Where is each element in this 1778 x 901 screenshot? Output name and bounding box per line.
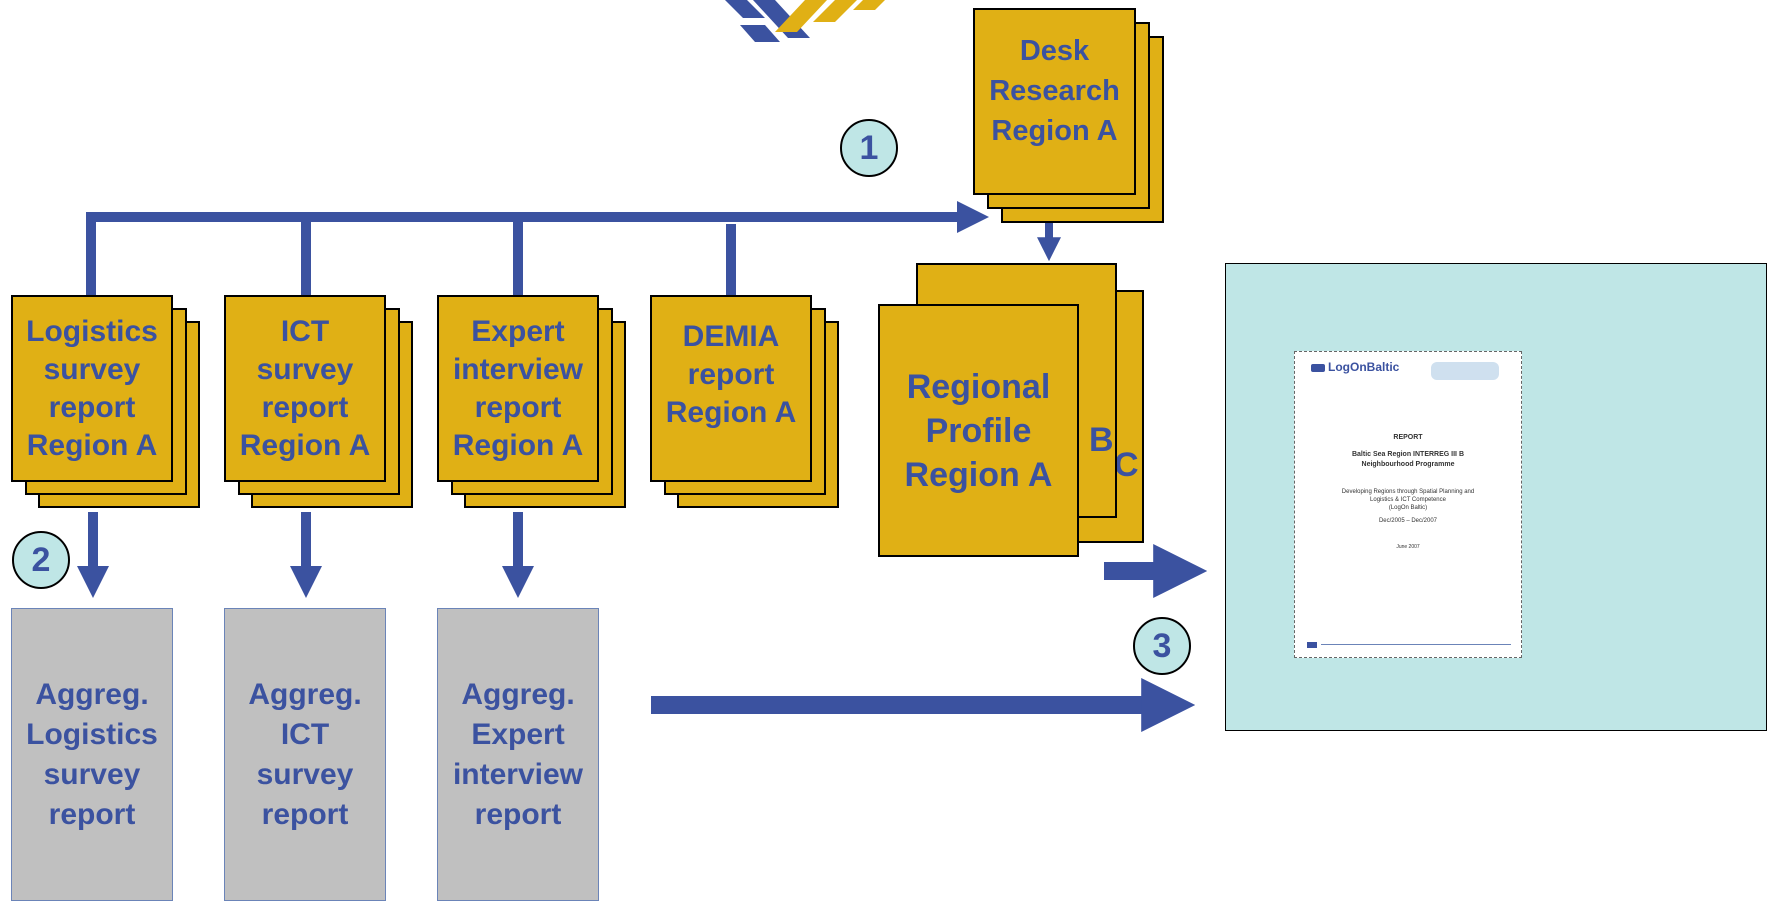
step-2-badge: 2 — [12, 531, 70, 589]
final-report-thumbnail: LogOnBaltic REPORT Baltic Sea Region INT… — [1294, 351, 1522, 658]
report-project: Developing Regions through Spatial Plann… — [1341, 489, 1475, 511]
aggregated-logistics-survey-report: Aggreg. Logistics survey report — [11, 608, 173, 901]
step-3-badge: 3 — [1133, 617, 1191, 675]
region-c-letter: C — [1114, 446, 1139, 484]
logo-icon — [725, 0, 885, 42]
desk-research-label: Desk Research Region A — [973, 8, 1136, 195]
logo-blue-stripe — [725, 0, 765, 18]
logistics-survey-report-label: Logistics survey report Region A — [11, 295, 173, 482]
aggregated-ict-survey-report: Aggreg. ICT survey report — [224, 608, 386, 901]
logo-yellow-stripe — [853, 0, 885, 10]
logo-icon — [1311, 364, 1325, 372]
report-heading: REPORT — [1393, 434, 1423, 441]
report-period: Dec/2005 – Dec/2007 — [1378, 518, 1438, 524]
expert-interview-report-label: Expert interview report Region A — [437, 295, 599, 482]
logo-blue-stripe — [740, 25, 780, 42]
demia-report-label: DEMIA report Region A — [650, 295, 812, 482]
aggregated-expert-interview-report: Aggreg. Expert interview report — [437, 608, 599, 901]
eu-flag-icon — [1307, 642, 1317, 648]
footer-divider — [1321, 644, 1511, 645]
report-date: June 2007 — [1396, 544, 1420, 550]
regional-profile-label: Regional Profile Region A — [878, 304, 1079, 557]
logo-yellow-stripe — [813, 0, 857, 22]
report-programme: Baltic Sea Region INTERREG III B Neighbo… — [1351, 451, 1465, 468]
ict-survey-report-label: ICT survey report Region A — [224, 295, 386, 482]
report-logo-text: LogOnBaltic — [1328, 360, 1400, 374]
partner-logo-icon — [1431, 362, 1499, 380]
step-1-badge: 1 — [840, 119, 898, 177]
logo-yellow-stripe — [775, 0, 827, 32]
region-b-letter: B — [1089, 421, 1114, 459]
